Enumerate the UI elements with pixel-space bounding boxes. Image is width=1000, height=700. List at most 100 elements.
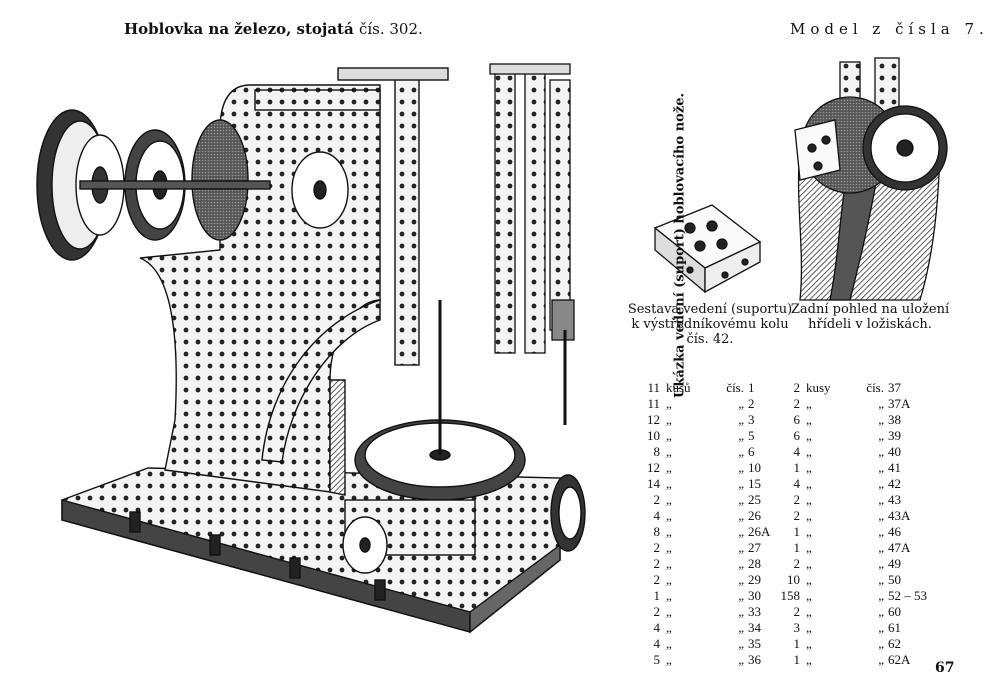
part-unit: „ bbox=[666, 620, 672, 635]
part-quantity: 11 bbox=[647, 396, 660, 411]
part-unit: „ bbox=[806, 428, 812, 443]
part-number: 61 bbox=[888, 620, 901, 635]
part-quantity: 4 bbox=[793, 476, 801, 491]
part-unit: „ bbox=[666, 476, 672, 491]
part-quantity: 2 bbox=[793, 492, 801, 507]
parts-row: 2„„29 bbox=[632, 572, 788, 588]
bracket-caption-line: k výstředníkovému kolu bbox=[631, 317, 789, 332]
part-unit: „ bbox=[666, 396, 672, 411]
part-number: 49 bbox=[888, 556, 901, 571]
page-number: 67 bbox=[935, 660, 955, 676]
part-quantity: 1 bbox=[793, 652, 801, 667]
part-number: 62A bbox=[888, 652, 911, 667]
part-number: 5 bbox=[748, 428, 755, 443]
part-quantity: 2 bbox=[793, 508, 801, 523]
part-unit: „ bbox=[806, 476, 812, 491]
parts-row: 4 „ „ 40 bbox=[772, 444, 928, 460]
part-unit: „ bbox=[806, 460, 812, 475]
parts-row: 10„„50 bbox=[772, 572, 928, 588]
part-unit: „ bbox=[806, 652, 812, 667]
part-number: 42 bbox=[888, 476, 901, 491]
part-quantity: 4 bbox=[653, 620, 661, 635]
parts-row: 14„„15 bbox=[632, 476, 788, 492]
part-number-label: „ bbox=[878, 556, 884, 571]
support-guide-caption: Ukázka vedení (suport) hoblovacího nože. bbox=[672, 92, 688, 399]
part-number-label: čís. bbox=[726, 380, 744, 395]
parts-row: 2„„33 bbox=[632, 604, 788, 620]
part-unit: „ bbox=[666, 524, 672, 539]
part-unit: „ bbox=[666, 540, 672, 555]
bracket-caption: Sestava vedení (suportu) k výstředníkové… bbox=[612, 302, 808, 347]
part-number: 2 bbox=[748, 396, 755, 411]
part-number: 40 bbox=[888, 444, 901, 459]
parts-row: 4„„26 bbox=[632, 508, 788, 524]
part-number-label: „ bbox=[878, 476, 884, 491]
page-title: Hoblovka na železo, stojatá čís. 302. bbox=[124, 20, 423, 38]
part-number-label: „ bbox=[878, 620, 884, 635]
part-number: 62 bbox=[888, 636, 901, 651]
part-number-label: „ bbox=[738, 636, 744, 651]
planer-machine-illustration bbox=[36, 67, 586, 634]
part-unit: „ bbox=[666, 652, 672, 667]
part-unit: kusy bbox=[806, 380, 831, 395]
part-unit: „ bbox=[666, 428, 672, 443]
parts-row: 2„„37A bbox=[772, 396, 928, 412]
bracket-caption-line: čís. 42. bbox=[686, 332, 734, 347]
part-number-label: „ bbox=[878, 396, 884, 411]
part-number: 26 bbox=[748, 508, 761, 523]
support-guide-illustration bbox=[489, 63, 575, 425]
parts-row: 2„„43 bbox=[772, 492, 928, 508]
parts-row: 2„„25 bbox=[632, 492, 788, 508]
parts-row: 1„„62A bbox=[772, 652, 928, 668]
part-unit: „ bbox=[806, 572, 812, 587]
part-quantity: 2 bbox=[653, 540, 661, 555]
page-title-number: čís. 302. bbox=[358, 20, 423, 38]
part-quantity: 1 bbox=[793, 540, 801, 555]
part-number-label: „ bbox=[878, 428, 884, 443]
part-number-label: „ bbox=[878, 604, 884, 619]
part-number: 37A bbox=[888, 396, 911, 411]
parts-row: 12„„3 bbox=[632, 412, 788, 428]
part-number: 30 bbox=[748, 588, 761, 603]
part-unit: „ bbox=[666, 412, 672, 427]
parts-row: 1„„47A bbox=[772, 540, 928, 556]
part-number: 3 bbox=[748, 412, 755, 427]
part-number-label: „ bbox=[878, 444, 884, 459]
part-number: 39 bbox=[888, 428, 901, 443]
page-title-main: Hoblovka na železo, stojatá bbox=[124, 20, 354, 38]
parts-row: 2 „ „ 28 bbox=[632, 556, 788, 572]
part-quantity: 3 bbox=[793, 620, 801, 635]
part-quantity: 12 bbox=[647, 460, 660, 475]
parts-row: 1„„46 bbox=[772, 524, 928, 540]
part-number: 6 bbox=[748, 444, 755, 459]
part-unit: „ bbox=[806, 636, 812, 651]
part-quantity: 4 bbox=[793, 444, 801, 459]
part-number-label: „ bbox=[738, 556, 744, 571]
part-unit: kusů bbox=[666, 380, 691, 395]
part-number-label: „ bbox=[738, 460, 744, 475]
part-quantity: 2 bbox=[653, 556, 661, 571]
part-number-label: „ bbox=[878, 412, 884, 427]
part-unit: „ bbox=[666, 556, 672, 571]
part-quantity: 4 bbox=[653, 636, 661, 651]
part-number-label: „ bbox=[878, 588, 884, 603]
parts-row: 8„„26A bbox=[632, 524, 788, 540]
part-quantity: 158 bbox=[780, 588, 801, 603]
part-quantity: 2 bbox=[653, 572, 661, 587]
part-number-label: „ bbox=[878, 524, 884, 539]
bracket-assembly-illustration bbox=[653, 204, 762, 294]
rear-view-caption-line: Zadní pohled na uložení bbox=[790, 302, 950, 317]
part-number: 46 bbox=[888, 524, 901, 539]
parts-row: 4 „ „ 42 bbox=[772, 476, 928, 492]
part-unit: „ bbox=[806, 444, 812, 459]
part-number: 27 bbox=[748, 540, 761, 555]
part-quantity: 2 bbox=[653, 492, 661, 507]
part-quantity: 2 bbox=[793, 556, 801, 571]
part-number: 33 bbox=[748, 604, 761, 619]
part-number: 28 bbox=[748, 556, 761, 571]
part-number: 36 bbox=[748, 652, 761, 667]
part-unit: „ bbox=[806, 508, 812, 523]
